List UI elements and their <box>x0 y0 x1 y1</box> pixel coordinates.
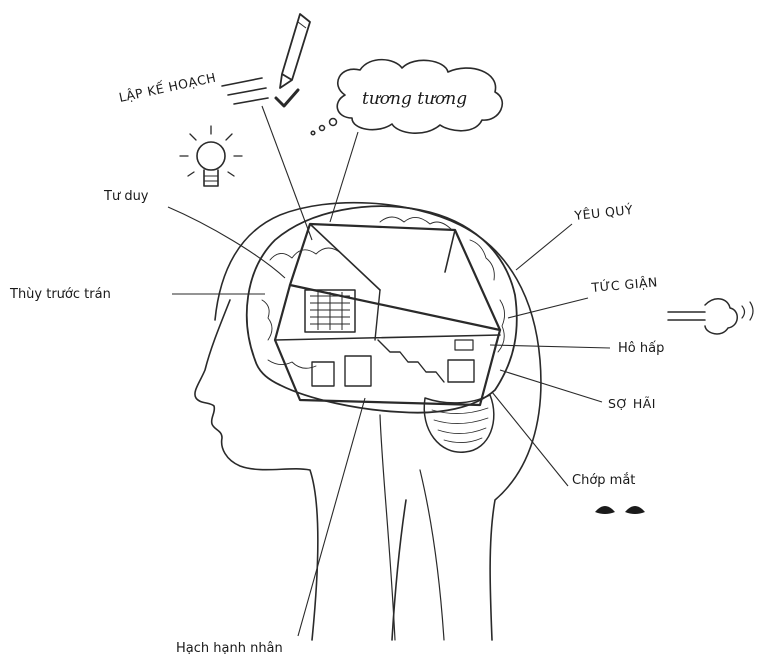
label-amygdala: Hạch hạnh nhân <box>176 641 283 656</box>
label-thinking: Tư duy <box>103 189 149 204</box>
brain-outline <box>247 206 517 412</box>
light-bulb-icon <box>180 126 242 186</box>
label-fear: SỢ HÃI <box>608 396 656 411</box>
head-outline <box>195 203 541 640</box>
planning-lines <box>222 78 268 104</box>
leader-lines <box>168 106 610 636</box>
breath-puff-icon <box>668 299 753 334</box>
checkmark-icon <box>276 90 298 106</box>
label-anger: TỨC GIẬN <box>590 274 658 295</box>
label-imagination: tương tương <box>362 89 467 109</box>
brain-house <box>275 224 500 405</box>
label-prefrontal: Thùy trước trán <box>9 287 111 302</box>
label-blinking: Chớp mắt <box>572 473 635 488</box>
label-planning: LẬP KẾ HOẠCH <box>117 69 217 105</box>
pencil-icon <box>280 14 310 88</box>
label-breathing: Hô hấp <box>618 341 664 356</box>
label-love: YÊU QUÝ <box>573 202 634 223</box>
closed-eyes-icon <box>595 506 645 514</box>
